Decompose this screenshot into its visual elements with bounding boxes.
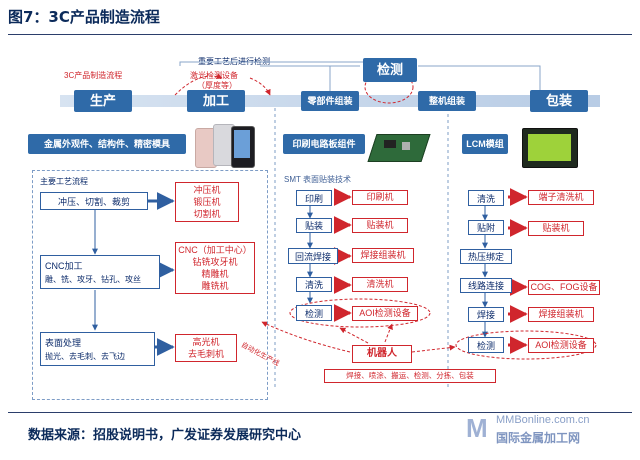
col2-step-print: 印刷 (296, 190, 332, 206)
col1-process-label: 主要工艺流程 (40, 177, 88, 186)
col1-step-cnc-sub: 雕、铣、攻牙、钻孔、攻丝 (45, 275, 141, 284)
label-laser-sub: （厚度等） (197, 81, 237, 90)
machine-welding-assembly: 焊接组装机 (352, 248, 414, 263)
col1-machine-group-2: CNC（加工中心） 钻铣攻牙机 精雕机 雕铣机 (175, 242, 255, 294)
machine-engraving: 精雕机 (201, 269, 229, 279)
machine-deburring: 去毛刺机 (187, 349, 224, 359)
col1-step-surface-title: 表面处理 (45, 338, 82, 348)
machine-mounter: 贴装机 (352, 218, 408, 233)
title-divider (8, 34, 632, 35)
machine-cog-fog: COG、FOG设备 (528, 280, 600, 295)
stage-production: 生产 (74, 90, 132, 112)
machine-printer: 印刷机 (352, 190, 408, 205)
col3-step-hot-bond: 热压绑定 (460, 249, 512, 264)
col2-step-reflow: 回流焊接 (288, 248, 338, 264)
machine-drill-tap: 钻铣攻牙机 (192, 257, 238, 267)
col3-step-weld: 焊接 (468, 307, 504, 322)
col2-header: 印刷电路板组件 (283, 134, 365, 154)
machine-aoi-lcm: AOI检测设备 (528, 338, 594, 353)
label-laser-device: 激光检测设备 (190, 71, 238, 80)
machine-cnc-center: CNC（加工中心） (178, 245, 252, 255)
col1-machine-group-3: 高光机 去毛刺机 (175, 334, 237, 362)
col1-frame (32, 170, 268, 400)
robot-tasks: 焊接、喷涂、搬运、检测、分拣、包装 (324, 369, 496, 383)
watermark-logo-icon: M (466, 413, 488, 443)
machine-aoi-pcb: AOI检测设备 (352, 306, 418, 321)
pcb-illustration (367, 128, 431, 162)
machine-cutting: 切割机 (193, 209, 221, 219)
machine-polishing: 高光机 (192, 337, 220, 347)
watermark-name: 国际金属加工网 (496, 431, 581, 445)
machine-terminal-cleaner: 端子清洗机 (528, 190, 594, 205)
robot-box: 机器人 (352, 345, 412, 363)
col1-machine-group-1: 冲压机 锻压机 切割机 (175, 182, 239, 222)
inspect-top-box: 检测 (363, 58, 417, 82)
col1-step-surface-sub: 抛光、去毛刺、去飞边 (45, 352, 125, 361)
col1-step-cnc: CNC加工 雕、铣、攻牙、钻孔、攻丝 (40, 255, 160, 289)
page-title: 图7：3C产品制造流程 (8, 8, 160, 26)
machine-engrave-mill: 雕铣机 (201, 281, 229, 291)
smt-label: SMT 表面贴装技术 (284, 175, 351, 184)
col2-step-inspect: 检测 (296, 305, 332, 321)
stage-parts-assembly: 零部件组装 (301, 91, 359, 111)
col1-step-stamping: 冲压、切割、裁剪 (40, 192, 148, 210)
col1-header: 金属外观件、结构件、精密模具 (28, 134, 186, 154)
phone-illustration (195, 122, 261, 168)
stage-final-assembly: 整机组装 (418, 91, 476, 111)
col1-step-cnc-title: CNC加工 (45, 261, 83, 271)
col3-step-clean: 清洗 (468, 190, 504, 206)
machine-cleaner: 清洗机 (352, 277, 408, 292)
stage-packaging: 包装 (530, 90, 588, 112)
col2-step-clean: 清洗 (296, 277, 332, 292)
col2-step-mount: 贴装 (296, 218, 332, 233)
machine-lcm-mounter: 贴装机 (528, 221, 584, 236)
machine-lcm-welding: 焊接组装机 (528, 307, 594, 322)
lcm-illustration (522, 128, 578, 168)
watermark-url: MMBonline.com.cn (496, 414, 590, 426)
col1-step-surface: 表面处理 抛光、去毛刺、去飞边 (40, 332, 155, 366)
stage-processing: 加工 (187, 90, 245, 112)
data-source: 数据来源：招股说明书，广发证券发展研究中心 (28, 428, 302, 443)
machine-stamping-press: 冲压机 (193, 185, 221, 195)
machine-forging-press: 锻压机 (193, 197, 221, 207)
col3-step-circuit: 线路连接 (460, 278, 512, 293)
col3-step-attach: 贴附 (468, 220, 504, 235)
col3-step-inspect: 检测 (468, 337, 504, 353)
footer-divider (8, 412, 632, 413)
col3-header: LCM模组 (462, 134, 508, 154)
label-3c-flow: 3C产品制造流程 (64, 71, 123, 80)
